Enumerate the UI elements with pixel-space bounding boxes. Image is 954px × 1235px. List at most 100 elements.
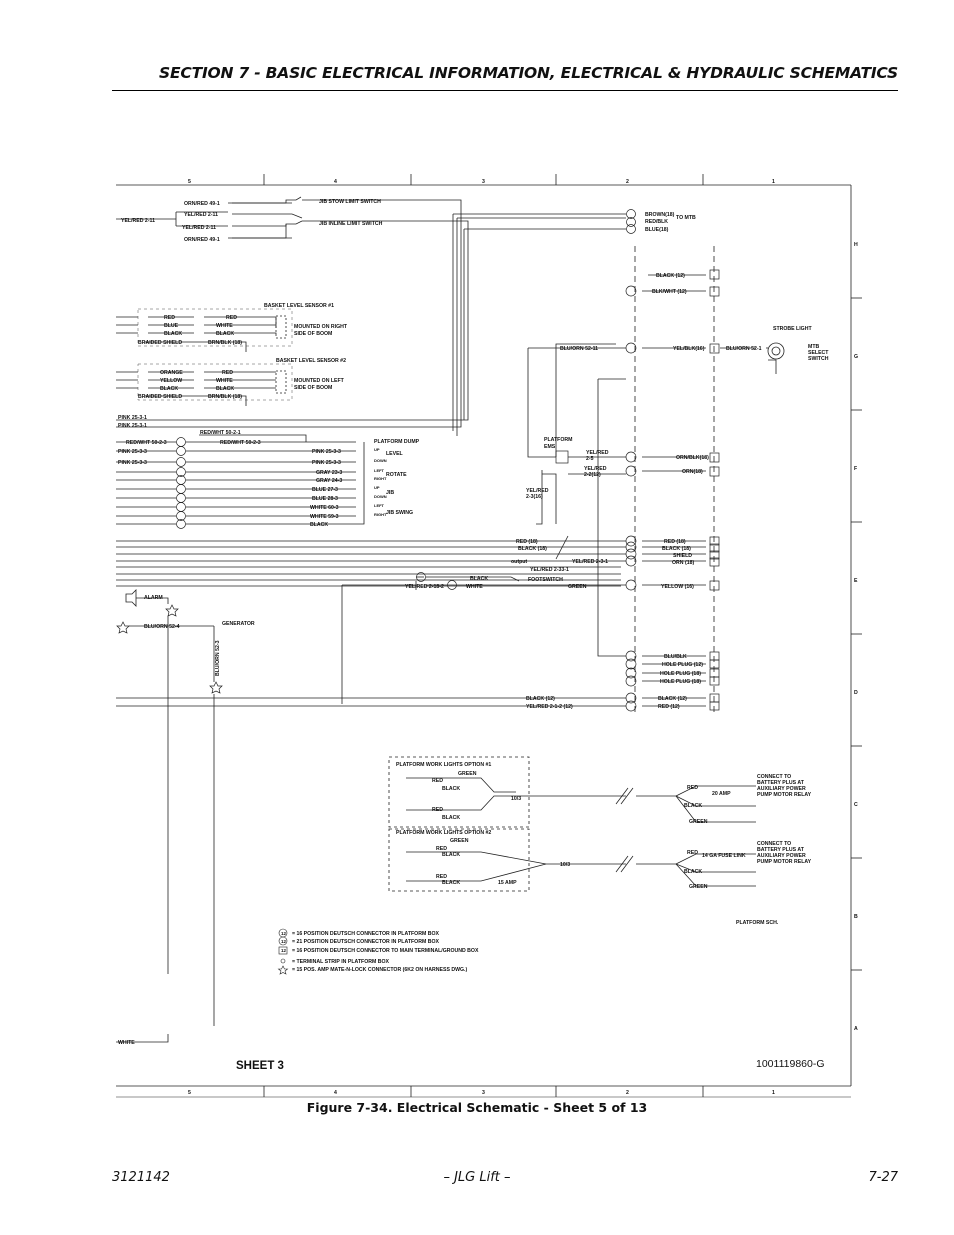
grid-row-d: D [854, 690, 858, 696]
ems-out-1: ORN/BLK(18) [676, 455, 709, 461]
power-left-output: output [511, 559, 527, 565]
sensor2-mount-2: SIDE OF BOOM [294, 385, 332, 391]
grid-row-a: A [854, 1026, 858, 1032]
work1-black-1: BLACK [442, 786, 460, 792]
grid-col-3-bottom: 3 [482, 1090, 485, 1096]
valve-left-1: RED/WHT 50-2-3 [126, 440, 167, 446]
bottom-right-red: RED (12) [658, 704, 680, 710]
bottom-right-black: BLACK (12) [658, 696, 687, 702]
out-red-1: RED [687, 785, 698, 791]
electrical-schematic: 5 4 3 2 1 5 4 3 2 1 H G F E D C B A ORN/… [116, 174, 862, 1098]
power-left-red: RED (18) [516, 539, 538, 545]
valve-wire-7: WHITE 60-3 [310, 505, 339, 511]
sensor2-right-white: WHITE [216, 378, 233, 384]
grid-col-5: 5 [188, 179, 191, 185]
work2-green: GREEN [450, 838, 469, 844]
sensor2-shield-wire: BRN/BLK (18) [208, 394, 242, 400]
battery-2a: CONNECT TO [757, 841, 791, 847]
alarm-label: ALARM [144, 595, 163, 601]
footswitch-yellow: YELLOW (16) [661, 584, 694, 590]
redwht-right: RED/WHT 50-2-3 [220, 440, 261, 446]
sensor2-right-red: RED [222, 370, 233, 376]
sensor1-right-black: BLACK [216, 331, 234, 337]
plug-hole-12: HOLE PLUG (12) [662, 662, 703, 668]
grid-col-5-bottom: 5 [188, 1090, 191, 1096]
legend-text-1: = 16 POSITION DEUTSCH CONNECTOR IN PLATF… [292, 931, 439, 937]
out-black-1: BLACK [684, 803, 702, 809]
sensor2-mount-1: MOUNTED ON LEFT [294, 378, 345, 384]
generator-wire: BLU/ORN 52-4 [144, 624, 180, 630]
battery-1d: PUMP MOTOR RELAY [757, 792, 812, 798]
work2-black-2: BLACK [442, 880, 460, 886]
grid-col-2-bottom: 2 [626, 1090, 629, 1096]
work1-black-2: BLACK [442, 815, 460, 821]
page-header: SECTION 7 - BASIC ELECTRICAL INFORMATION… [112, 64, 898, 92]
ems-out-2: ORN(18) [682, 469, 703, 475]
valve-wire-1: PINK 25-3-3 [312, 449, 341, 455]
grid-row-f: F [854, 466, 857, 472]
battery-1c: AUXILIARY POWER [757, 786, 806, 792]
strobe-wire-3: BLU/ORN 52-1 [726, 346, 762, 352]
sensor2-left-black: BLACK [160, 386, 178, 392]
grid-col-1-bottom: 1 [772, 1090, 775, 1096]
footer-brand: – JLG Lift – [443, 1170, 511, 1185]
generator-vertical-wire: BLU/ORN 52-3 [215, 640, 221, 676]
footswitch-black: BLACK [470, 576, 488, 582]
footer-doc-number: 3121142 [112, 1170, 170, 1185]
sensor1-left-red: RED [164, 315, 175, 321]
ems-wire-c1: YEL/RED [526, 488, 549, 494]
footswitch-white: WHITE [466, 584, 483, 590]
sensor1-mount-2: SIDE OF BOOM [294, 331, 332, 337]
bottom-left-black: BLACK (12) [526, 696, 555, 702]
figure-caption: Figure 7-34. Electrical Schematic - Shee… [306, 1100, 648, 1115]
power-right-orn: ORN (18) [672, 560, 694, 566]
work1-red-1: RED [432, 778, 443, 784]
sensor1-left-black: BLACK [164, 331, 182, 337]
strobe-switch-1: MTB [808, 344, 819, 350]
sensor2-shield: BRAIDED SHIELD [138, 394, 182, 400]
valve-wire-2: PINK 25-3-3 [312, 460, 341, 466]
battery-2c: AUXILIARY POWER [757, 853, 806, 859]
section-title: SECTION 7 - BASIC ELECTRICAL INFORMATION… [159, 64, 898, 82]
work2-cable: 10/3 [560, 862, 570, 868]
power-right-shield: SHIELD [673, 553, 692, 559]
valve-wire-4: GRAY 24-3 [316, 478, 342, 484]
ems-wire-b2: 2-2(12) [584, 472, 601, 478]
work1-amp: 20 AMP [712, 791, 731, 797]
coil-down-2: DOWN [374, 494, 387, 499]
footswitch-green: GREEN [568, 584, 587, 590]
jib-wire-3: YEL/RED 2-11 [182, 225, 216, 231]
valve-wire-3: GRAY 23-3 [316, 470, 342, 476]
coil-down-1: DOWN [374, 458, 387, 463]
power-right-red: RED (18) [664, 539, 686, 545]
plug-blublk: BLU/BLK [664, 654, 687, 660]
sensor1-left-blue: BLUE [164, 323, 179, 329]
plug-hole-18b: HOLE PLUG (18) [660, 679, 701, 685]
work2-amp: 15 AMP [498, 880, 517, 886]
legend-sym-1: 12 [281, 931, 287, 936]
redwht-top: RED/WHT 50-2-1 [200, 430, 241, 436]
ems-wire-a1: YEL/RED [586, 450, 609, 456]
work2-fuse: 14 GA FUSE LINK [702, 853, 746, 859]
mtb-wire-blue: BLUE(18) [645, 227, 669, 233]
grid-col-4: 4 [334, 179, 337, 185]
work2-title: PLATFORM WORK LIGHTS OPTION #2 [396, 830, 491, 836]
out-green-1: GREEN [689, 819, 708, 825]
function-level: LEVEL [386, 451, 404, 457]
power-yelred: YEL/RED 2-3-1 [572, 559, 608, 565]
function-jib-swing: JIB SWING [386, 510, 413, 516]
grid-col-3: 3 [482, 179, 485, 185]
function-jib: JIB [386, 490, 394, 496]
grid-col-4-bottom: 4 [334, 1090, 337, 1096]
work1-title: PLATFORM WORK LIGHTS OPTION #1 [396, 762, 491, 768]
valve-wire-6: BLUE 28-3 [312, 496, 338, 502]
coil-up-1: UP [374, 447, 380, 452]
coil-left-1: LEFT [374, 468, 385, 473]
mtb-wire-redblk: RED/BLK [645, 219, 668, 225]
sensor1-title: BASKET LEVEL SENSOR #1 [264, 303, 334, 309]
jib-wire-1: ORN/RED 49-1 [184, 201, 220, 207]
ems-wire-b1: YEL/RED [584, 466, 607, 472]
work1-green: GREEN [458, 771, 477, 777]
ems-label-2: EMS [544, 444, 556, 450]
battery-1b: BATTERY PLUS AT [757, 780, 805, 786]
